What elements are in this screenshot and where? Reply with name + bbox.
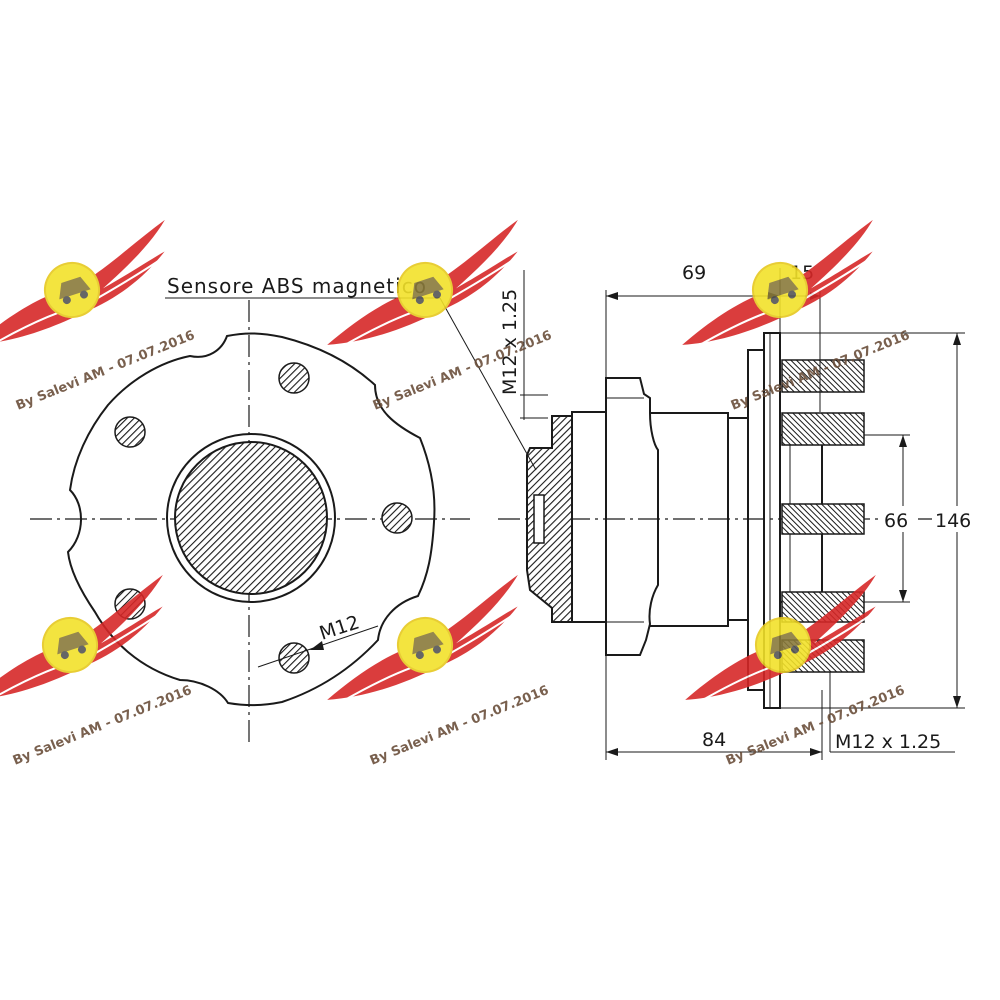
bolt-hole-top-left bbox=[114, 416, 146, 448]
wheel-stud-2 bbox=[781, 412, 865, 446]
wheel-stud-3 bbox=[781, 503, 865, 535]
dim-66-label-bg bbox=[880, 506, 916, 532]
dim-146-arrow-bottom bbox=[953, 696, 961, 708]
center-bore-outer bbox=[166, 433, 336, 603]
abs-sensor-slot bbox=[533, 494, 545, 544]
dim-66-arrow-top bbox=[899, 435, 907, 447]
overall-width-value: 84 bbox=[702, 729, 726, 751]
pilot-diameter-value: 66 bbox=[884, 510, 908, 532]
wheel-stud-1 bbox=[781, 359, 865, 393]
thread-top-label: M12 x 1.25 bbox=[499, 289, 521, 395]
front-view: M12 bbox=[30, 300, 470, 745]
dim-84-arrow-right bbox=[810, 748, 822, 756]
watermark-logo-1 bbox=[0, 218, 187, 354]
center-bore-hatched bbox=[174, 441, 328, 595]
bolt-size-label: M12 bbox=[317, 611, 362, 644]
dim-69-arrow-left bbox=[606, 292, 618, 300]
thread-bottom-label: M12 x 1.25 bbox=[835, 731, 941, 753]
watermark-text-2: By Salevi AM - 07.07.2016 bbox=[371, 328, 554, 414]
bolt-hole-right bbox=[381, 502, 413, 534]
watermarks: By Salevi AM - 07.07.2016 By Salevi AM -… bbox=[0, 218, 912, 769]
dim-146-label-bg bbox=[932, 506, 978, 532]
dim-146-arrow-top bbox=[953, 333, 961, 345]
bolt-hole-bottom-right bbox=[278, 642, 310, 674]
watermark-logo-5 bbox=[307, 573, 540, 709]
watermark-text-6: By Salevi AM - 07.07.2016 bbox=[724, 683, 907, 769]
hub-barrel bbox=[650, 412, 729, 627]
watermark-text-4: By Salevi AM - 07.07.2016 bbox=[11, 683, 194, 769]
watermark-logo-4 bbox=[0, 573, 185, 709]
bearing-body bbox=[571, 411, 607, 623]
abs-label-leader bbox=[439, 297, 537, 471]
watermark-text-1: By Salevi AM - 07.07.2016 bbox=[14, 328, 197, 414]
dim-66-arrow-bottom bbox=[899, 590, 907, 602]
hub-length-value: 69 bbox=[682, 262, 706, 284]
dim-84-arrow-left bbox=[606, 748, 618, 756]
side-view: Sensore ABS magnetico M12 x 1.25 69 15 8… bbox=[165, 262, 978, 760]
watermark-text-5: By Salevi AM - 07.07.2016 bbox=[368, 683, 551, 769]
abs-sensor-label: Sensore ABS magnetico bbox=[167, 274, 427, 298]
m12-leader-arrow bbox=[310, 641, 324, 650]
flange-diameter-value: 146 bbox=[935, 510, 971, 532]
hub-collar bbox=[605, 377, 659, 656]
flange-outline bbox=[66, 332, 436, 707]
bolt-hole-top-right bbox=[278, 362, 310, 394]
